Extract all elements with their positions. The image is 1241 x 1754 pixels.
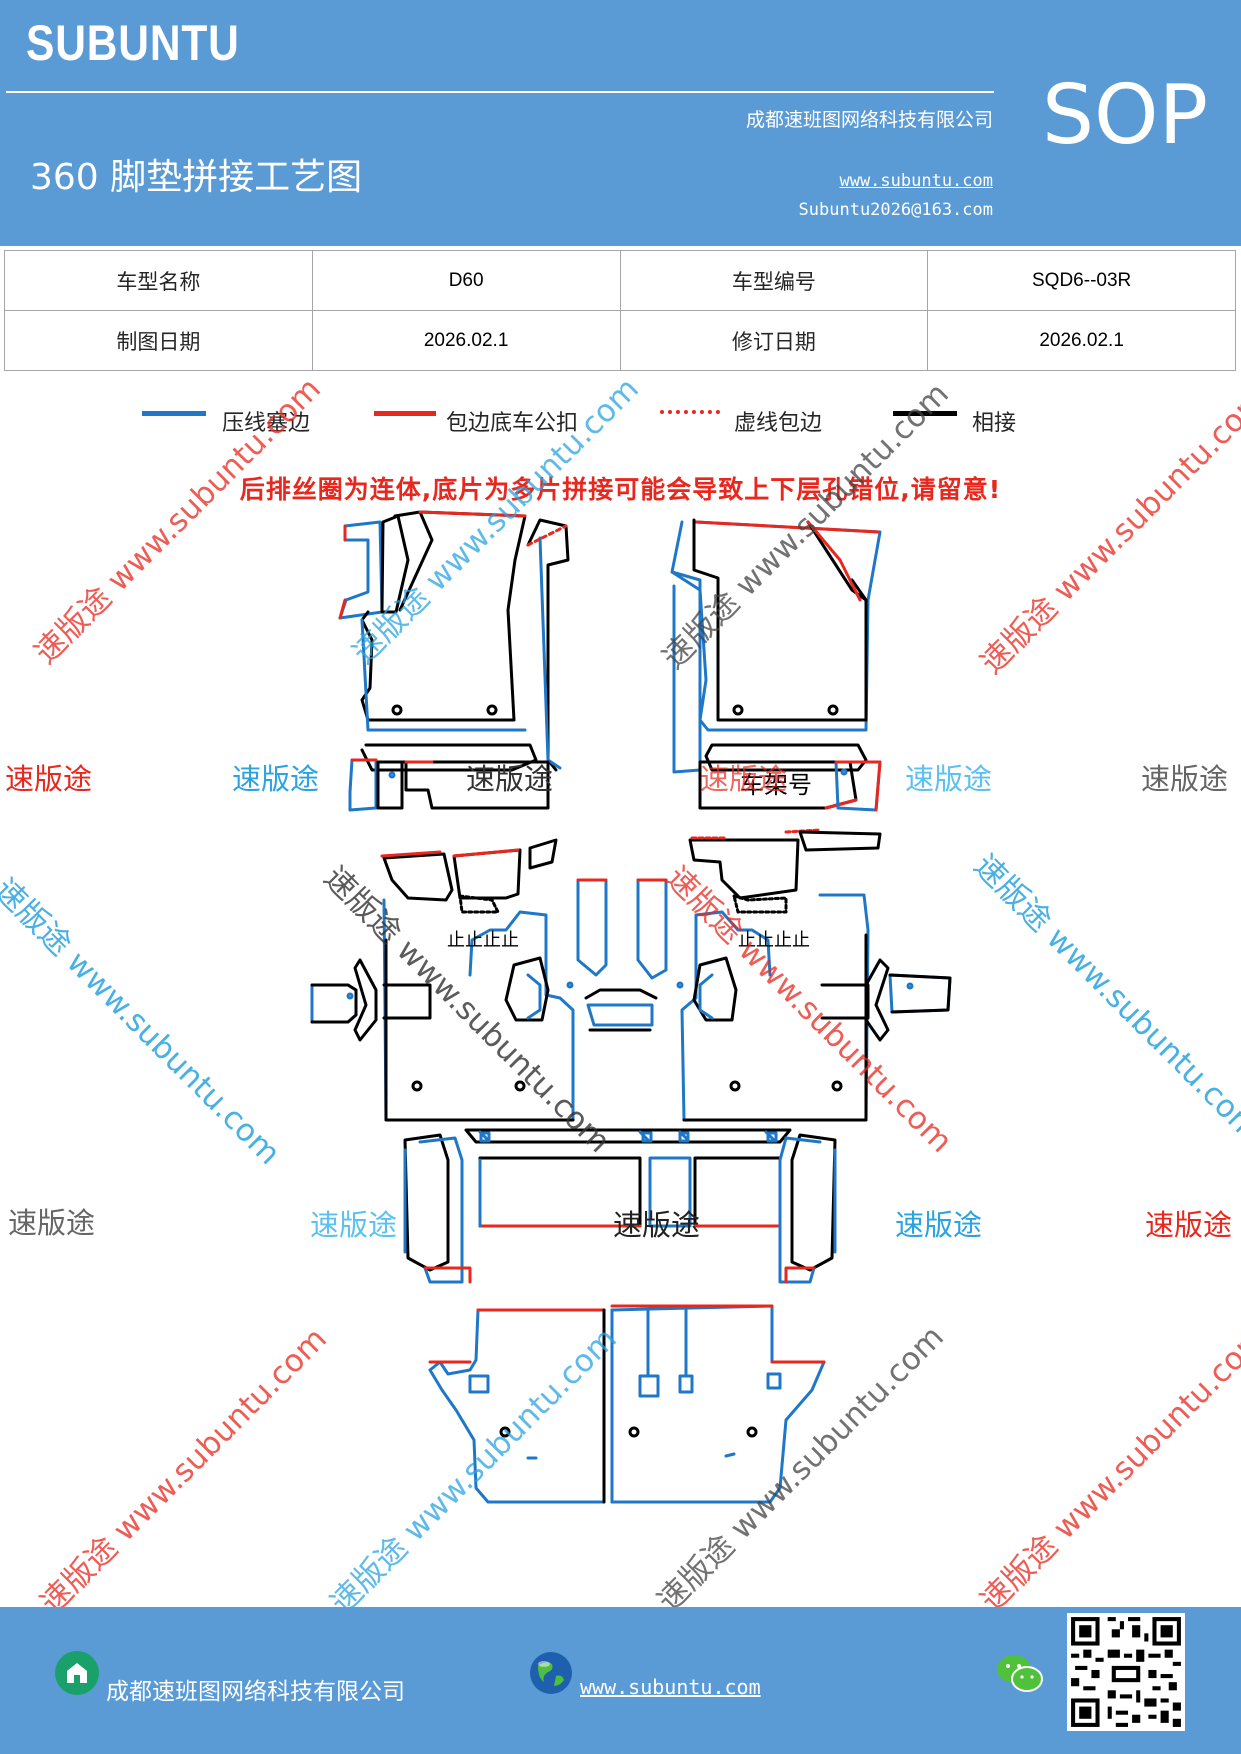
front-right-mat	[670, 518, 882, 812]
watermark-text: 速版途	[310, 1208, 398, 1242]
legend-swatch-red-dotted	[660, 410, 720, 414]
warning-note: 后排丝圈为连体,底片为多片拼接可能会导致上下层孔错位,请留意!	[239, 475, 1002, 504]
legend-swatch-blue	[142, 411, 206, 416]
qr-code	[1067, 1613, 1185, 1731]
watermark-text: 速版途	[613, 1208, 701, 1242]
footer-website-link[interactable]: www.subuntu.com	[580, 1675, 761, 1699]
legend-label-pressline: 压线塞边	[222, 411, 311, 436]
middle-row-mats	[310, 828, 952, 1122]
wechat-icon	[995, 1652, 1045, 1696]
legend-label-edge-clip: 包边底车公扣	[446, 411, 579, 436]
front-left-mat	[338, 510, 570, 812]
brand-logo: SUBUNTU	[26, 15, 240, 71]
table-row: 制图日期 2026.02.1 修订日期 2026.02.1	[4, 310, 1236, 371]
table-cell: 车型名称	[4, 250, 313, 311]
footer-company: 成都速班图网络科技有限公司	[106, 1679, 405, 1705]
table-cell: 2026.02.1	[311, 310, 621, 371]
sop-label: SOP	[1042, 68, 1209, 163]
watermark-text: 速版途	[1141, 762, 1229, 796]
watermark-text: 速版途	[232, 762, 320, 796]
header-company: 成都速班图网络科技有限公司	[745, 109, 993, 131]
header-divider	[6, 91, 994, 93]
legend-swatch-black	[893, 411, 957, 416]
watermark-text: 速版途	[8, 1206, 96, 1240]
table-cell: 2026.02.1	[927, 310, 1236, 371]
header-banner	[0, 0, 1241, 246]
rear-row-mats	[403, 1128, 837, 1284]
legend-label-dotted-edge: 虚线包边	[734, 411, 823, 436]
table-cell: 修订日期	[619, 310, 929, 371]
watermark-text: 速版途	[466, 762, 554, 796]
watermark-text: 速版途	[700, 762, 788, 796]
watermark-text: 速版途	[5, 762, 93, 796]
header-email: Subuntu2026@163.com	[798, 200, 993, 220]
watermark-text: 速版途	[905, 762, 993, 796]
table-cell: 制图日期	[4, 310, 313, 371]
watermark-text: 速版途	[1145, 1208, 1233, 1242]
legend-label-joined: 相接	[972, 411, 1017, 436]
vehicle-info-table: 车型名称 D60 车型编号 SQD6--03R 制图日期 2026.02.1 修…	[4, 250, 1236, 371]
page-title: 360 脚垫拼接工艺图	[30, 157, 363, 198]
vin-label: 车架号	[740, 771, 812, 799]
globe-icon	[528, 1650, 574, 1696]
trunk-mats	[428, 1304, 826, 1504]
watermark-text: 速版途	[895, 1208, 983, 1242]
header-website-link[interactable]: www.subuntu.com	[839, 171, 993, 191]
table-cell: 车型编号	[619, 250, 929, 311]
mark-label-left: 止止止止	[447, 930, 519, 951]
company-icon	[55, 1651, 99, 1695]
table-cell: D60	[311, 250, 621, 311]
mark-label-right: 止止止止	[738, 930, 810, 951]
legend-swatch-red	[374, 411, 436, 416]
